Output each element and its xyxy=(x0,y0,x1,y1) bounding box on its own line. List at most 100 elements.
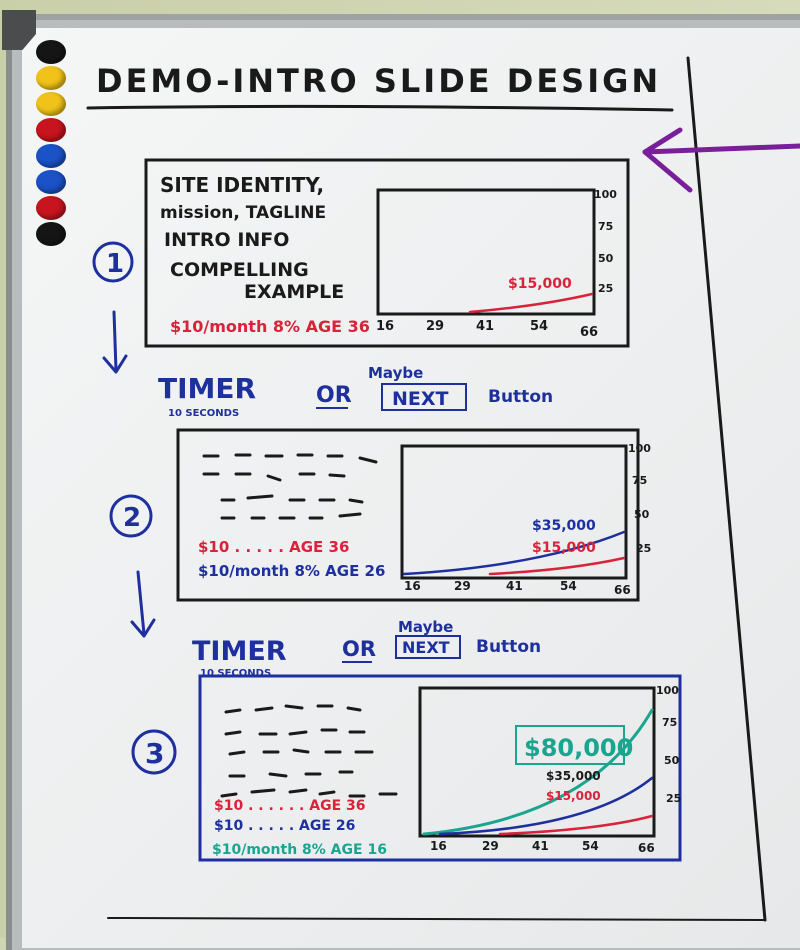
transition-2-next: NEXT xyxy=(402,638,450,657)
magnet xyxy=(36,66,66,90)
slide-1-footer-1: $10/month 8% AGE 36 xyxy=(170,317,370,336)
title-underline xyxy=(86,104,674,112)
chart-3-xtick-66: 66 xyxy=(638,841,655,855)
chart-2-ytick-50: 50 xyxy=(634,508,650,521)
magnet xyxy=(36,40,66,64)
bottom-line xyxy=(107,917,766,921)
chart-3-series-red xyxy=(498,814,654,836)
magnet xyxy=(36,92,66,116)
whiteboard-surface xyxy=(22,28,800,948)
down-arrow-1-icon xyxy=(102,310,128,374)
chart-2-frame xyxy=(400,444,628,580)
transition-2-timer: TIMER xyxy=(192,636,287,667)
chart-2-xtick-54: 54 xyxy=(560,579,577,593)
step-3-circle xyxy=(131,729,177,775)
chart-2-ytick-75: 75 xyxy=(632,474,647,487)
chart-3-xtick-41: 41 xyxy=(532,839,549,853)
transition-2-button: Button xyxy=(476,637,541,657)
chart-2-x-ticks: 16 29 41 54 66 xyxy=(404,579,631,597)
transition-1-maybe: Maybe xyxy=(368,364,423,382)
chart-3-xtick-29: 29 xyxy=(482,839,499,853)
transition-1-next: NEXT xyxy=(392,388,449,410)
chart-2-xtick-16: 16 xyxy=(404,579,421,593)
slide-1-line-5: EXAMPLE xyxy=(244,281,344,303)
transition-2-or: OR xyxy=(342,637,376,661)
chart-1-xtick-41: 41 xyxy=(476,319,494,334)
chart-3-label-35000: $35,000 xyxy=(546,769,601,783)
chart-3-label-15000: $15,000 xyxy=(546,789,601,803)
down-arrow-2-icon xyxy=(130,570,156,638)
slide-3-frame xyxy=(198,674,682,862)
chart-1-xtick-54: 54 xyxy=(530,319,548,334)
transition-2-maybe: Maybe xyxy=(398,618,453,636)
chart-2-xtick-29: 29 xyxy=(454,579,471,593)
magnet xyxy=(36,196,66,220)
column-divider-line xyxy=(686,56,767,922)
transition-2: TIMER 10 SECONDS OR Maybe NEXT Button xyxy=(192,618,541,679)
chart-3-ytick-50: 50 xyxy=(664,754,680,767)
chart-1-y-ticks: 100 75 50 25 xyxy=(594,188,617,295)
chart-1-ytick-75: 75 xyxy=(598,220,613,233)
step-1-circle xyxy=(92,241,134,283)
chart-2-series-red xyxy=(488,556,626,576)
step-1-number: 1 xyxy=(106,249,124,279)
transition-1-button: Button xyxy=(488,387,553,407)
chart-2-label-35000: $35,000 xyxy=(532,518,596,534)
transition-1-or: OR xyxy=(316,383,352,408)
chart-3-series-teal xyxy=(422,708,654,836)
step-1: 1 SITE IDENTITY, mission, TAGLINE INTRO … xyxy=(92,158,630,348)
slide-1-line-1: SITE IDENTITY, xyxy=(160,173,324,197)
step-3-number: 3 xyxy=(145,737,164,770)
slide-3-footer-1: $10 . . . . . . AGE 36 xyxy=(214,798,366,814)
chart-1-ytick-50: 50 xyxy=(598,252,614,265)
chart-3-frame xyxy=(418,686,656,838)
chart-2-ytick-100: 100 xyxy=(628,442,651,455)
chart-1-label-15000: $15,000 xyxy=(508,276,572,292)
chart-3-label-80000: $80,000 xyxy=(524,734,633,762)
magnet xyxy=(36,144,66,168)
step-2-number: 2 xyxy=(123,503,141,533)
chart-3-ytick-25: 25 xyxy=(666,792,681,805)
chart-3-series-blue xyxy=(438,776,654,836)
chart-1-x-ticks: 16 29 41 54 66 xyxy=(376,319,598,340)
slide-3-placeholder-text xyxy=(220,704,398,798)
slide-1-line-4: COMPELLING xyxy=(170,259,309,281)
transition-1-timer: TIMER xyxy=(158,372,256,405)
chart-1-xtick-66: 66 xyxy=(580,325,598,340)
chart-3-xtick-54: 54 xyxy=(582,839,599,853)
chart-1-ytick-25: 25 xyxy=(598,282,613,295)
chart-1-xtick-16: 16 xyxy=(376,319,394,334)
chart-3-ytick-100: 100 xyxy=(656,684,679,697)
chart-1-ytick-100: 100 xyxy=(594,188,617,201)
chart-1-xtick-29: 29 xyxy=(426,319,444,334)
transition-2-timer-note: 10 SECONDS xyxy=(200,668,271,679)
chart-2-y-ticks: 100 75 50 25 xyxy=(628,442,651,555)
transition-1-next-box xyxy=(381,383,467,411)
step-2: 2 $10 . . . . . AGE 36 $10/month 8% AGE … xyxy=(109,428,651,602)
step-3: 3 $10 . . . . . . AGE 36 $10 . . . . . A… xyxy=(131,674,682,862)
slide-2-placeholder-text xyxy=(202,453,378,520)
magnet xyxy=(36,222,66,246)
chart-3-highlight-box xyxy=(515,725,625,765)
transition-1-timer-note: 10 SECONDS xyxy=(168,408,239,419)
transition-1: TIMER 10 SECONDS OR Maybe NEXT Button xyxy=(158,364,553,419)
slide-3-footer-2: $10 . . . . . AGE 26 xyxy=(214,818,355,834)
chart-2-series-blue xyxy=(402,530,626,576)
chart-3-y-ticks: 100 75 50 25 xyxy=(656,684,681,805)
chart-2-xtick-41: 41 xyxy=(506,579,523,593)
chart-3-xtick-16: 16 xyxy=(430,839,447,853)
slide-3-footer-3: $10/month 8% AGE 16 xyxy=(212,842,387,858)
magnet xyxy=(36,118,66,142)
slide-2-footer-2: $10/month 8% AGE 26 xyxy=(198,562,385,580)
chart-1-series-red xyxy=(468,292,594,314)
chart-1-frame xyxy=(376,188,596,316)
page-title: DEMO-INTRO SLIDE DESIGN xyxy=(96,62,661,100)
slide-2-footer-1: $10 . . . . . AGE 36 xyxy=(198,538,349,556)
chart-2-xtick-66: 66 xyxy=(614,583,631,597)
purple-arrow-icon xyxy=(642,127,800,193)
slide-1-line-3: INTRO INFO xyxy=(164,229,289,251)
magnet xyxy=(36,170,66,194)
chart-2-label-15000: $15,000 xyxy=(532,540,596,556)
step-2-circle xyxy=(109,494,153,538)
